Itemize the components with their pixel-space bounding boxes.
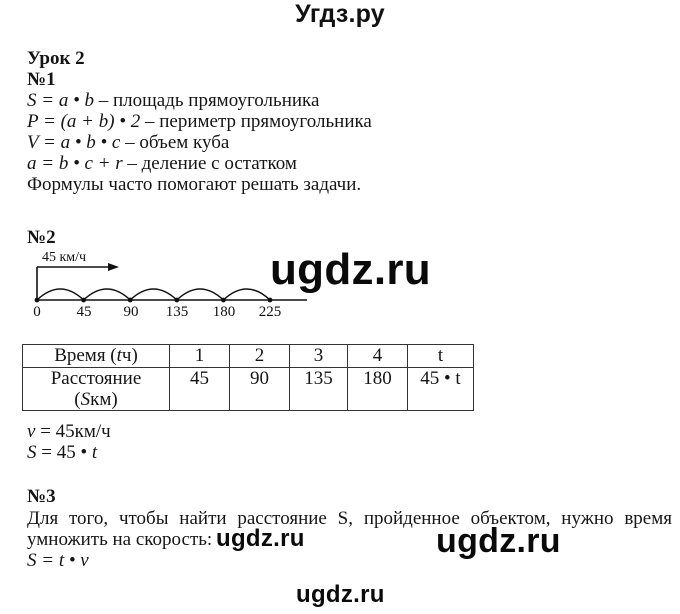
distance-formula: S = 45 • t <box>27 442 98 463</box>
table-cell: 180 <box>347 367 408 411</box>
task3-number: №3 <box>27 486 56 507</box>
time-distance-table: Время (tч) 1 2 3 4 t Расстояние (Sкм) 45… <box>22 344 474 411</box>
task3-text-line2: умножить на скорость: <box>27 529 213 550</box>
formula-description: – площадь прямоугольника <box>93 90 320 111</box>
number-line-diagram: 45 км/ч 0 45 90 135 180 225 <box>20 250 320 325</box>
table-cell: 4 <box>347 344 408 368</box>
site-title: Угдз.ру <box>295 0 385 28</box>
table-row-time: Время (tч) 1 2 3 4 t <box>22 344 474 368</box>
watermark: ugdz.ru <box>270 245 431 294</box>
formula-description: – периметр прямоугольника <box>140 111 372 132</box>
tick-label: 0 <box>33 304 41 320</box>
formula-perimeter: P = (a + b) • 2 – периметр прямоугольник… <box>27 111 372 132</box>
watermark: ugdz.ru <box>216 525 305 552</box>
task1-number: №1 <box>27 69 56 90</box>
tick-label: 45 <box>76 304 92 320</box>
formula-expression: P = (a + b) • 2 <box>27 111 141 132</box>
formula-description: – деление с остатком <box>122 153 297 174</box>
task1-conclusion: Формулы часто помогают решать задачи. <box>27 174 362 195</box>
row-header-distance: Расстояние (Sкм) <box>22 367 170 411</box>
task2-number: №2 <box>27 227 56 248</box>
tick-label: 135 <box>165 304 189 320</box>
table-cell: 45 <box>169 367 230 411</box>
speed-label: 45 км/ч <box>42 250 87 265</box>
row-header-time: Время (tч) <box>22 344 170 368</box>
formula-volume: V = a • b • c – объем куба <box>27 132 229 153</box>
tick-label: 90 <box>123 304 139 320</box>
watermark: ugdz.ru <box>296 581 385 608</box>
formula-expression: S = a • b <box>27 90 94 111</box>
task3-formula: S = t • v <box>27 550 89 571</box>
table-cell: 3 <box>289 344 348 368</box>
table-cell: 1 <box>169 344 230 368</box>
speed-formula: v = 45км/ч <box>27 421 111 442</box>
formula-description: – объем куба <box>120 132 230 153</box>
watermark: ugdz.ru <box>436 522 561 560</box>
task3-text-line1: Для того, чтобы найти расстояние S, прой… <box>27 508 672 529</box>
table-cell: t <box>407 344 474 368</box>
tick-label: 225 <box>258 304 282 320</box>
formula-area: S = a • b – площадь прямоугольника <box>27 90 319 111</box>
table-cell: 2 <box>229 344 290 368</box>
arrow-right-icon <box>108 263 119 271</box>
formula-expression: a = b • c + r <box>27 153 123 174</box>
table-row-distance: Расстояние (Sкм) 45 90 135 180 45 • t <box>22 367 474 411</box>
formula-expression: V = a • b • c <box>27 132 121 153</box>
number-line-graphic <box>34 263 307 303</box>
tick-label: 180 <box>212 304 236 320</box>
table-cell: 135 <box>289 367 348 411</box>
formula-division-remainder: a = b • c + r – деление с остатком <box>27 153 297 174</box>
table-cell: 45 • t <box>407 367 474 411</box>
lesson-title: Урок 2 <box>27 48 85 69</box>
table-cell: 90 <box>229 367 290 411</box>
